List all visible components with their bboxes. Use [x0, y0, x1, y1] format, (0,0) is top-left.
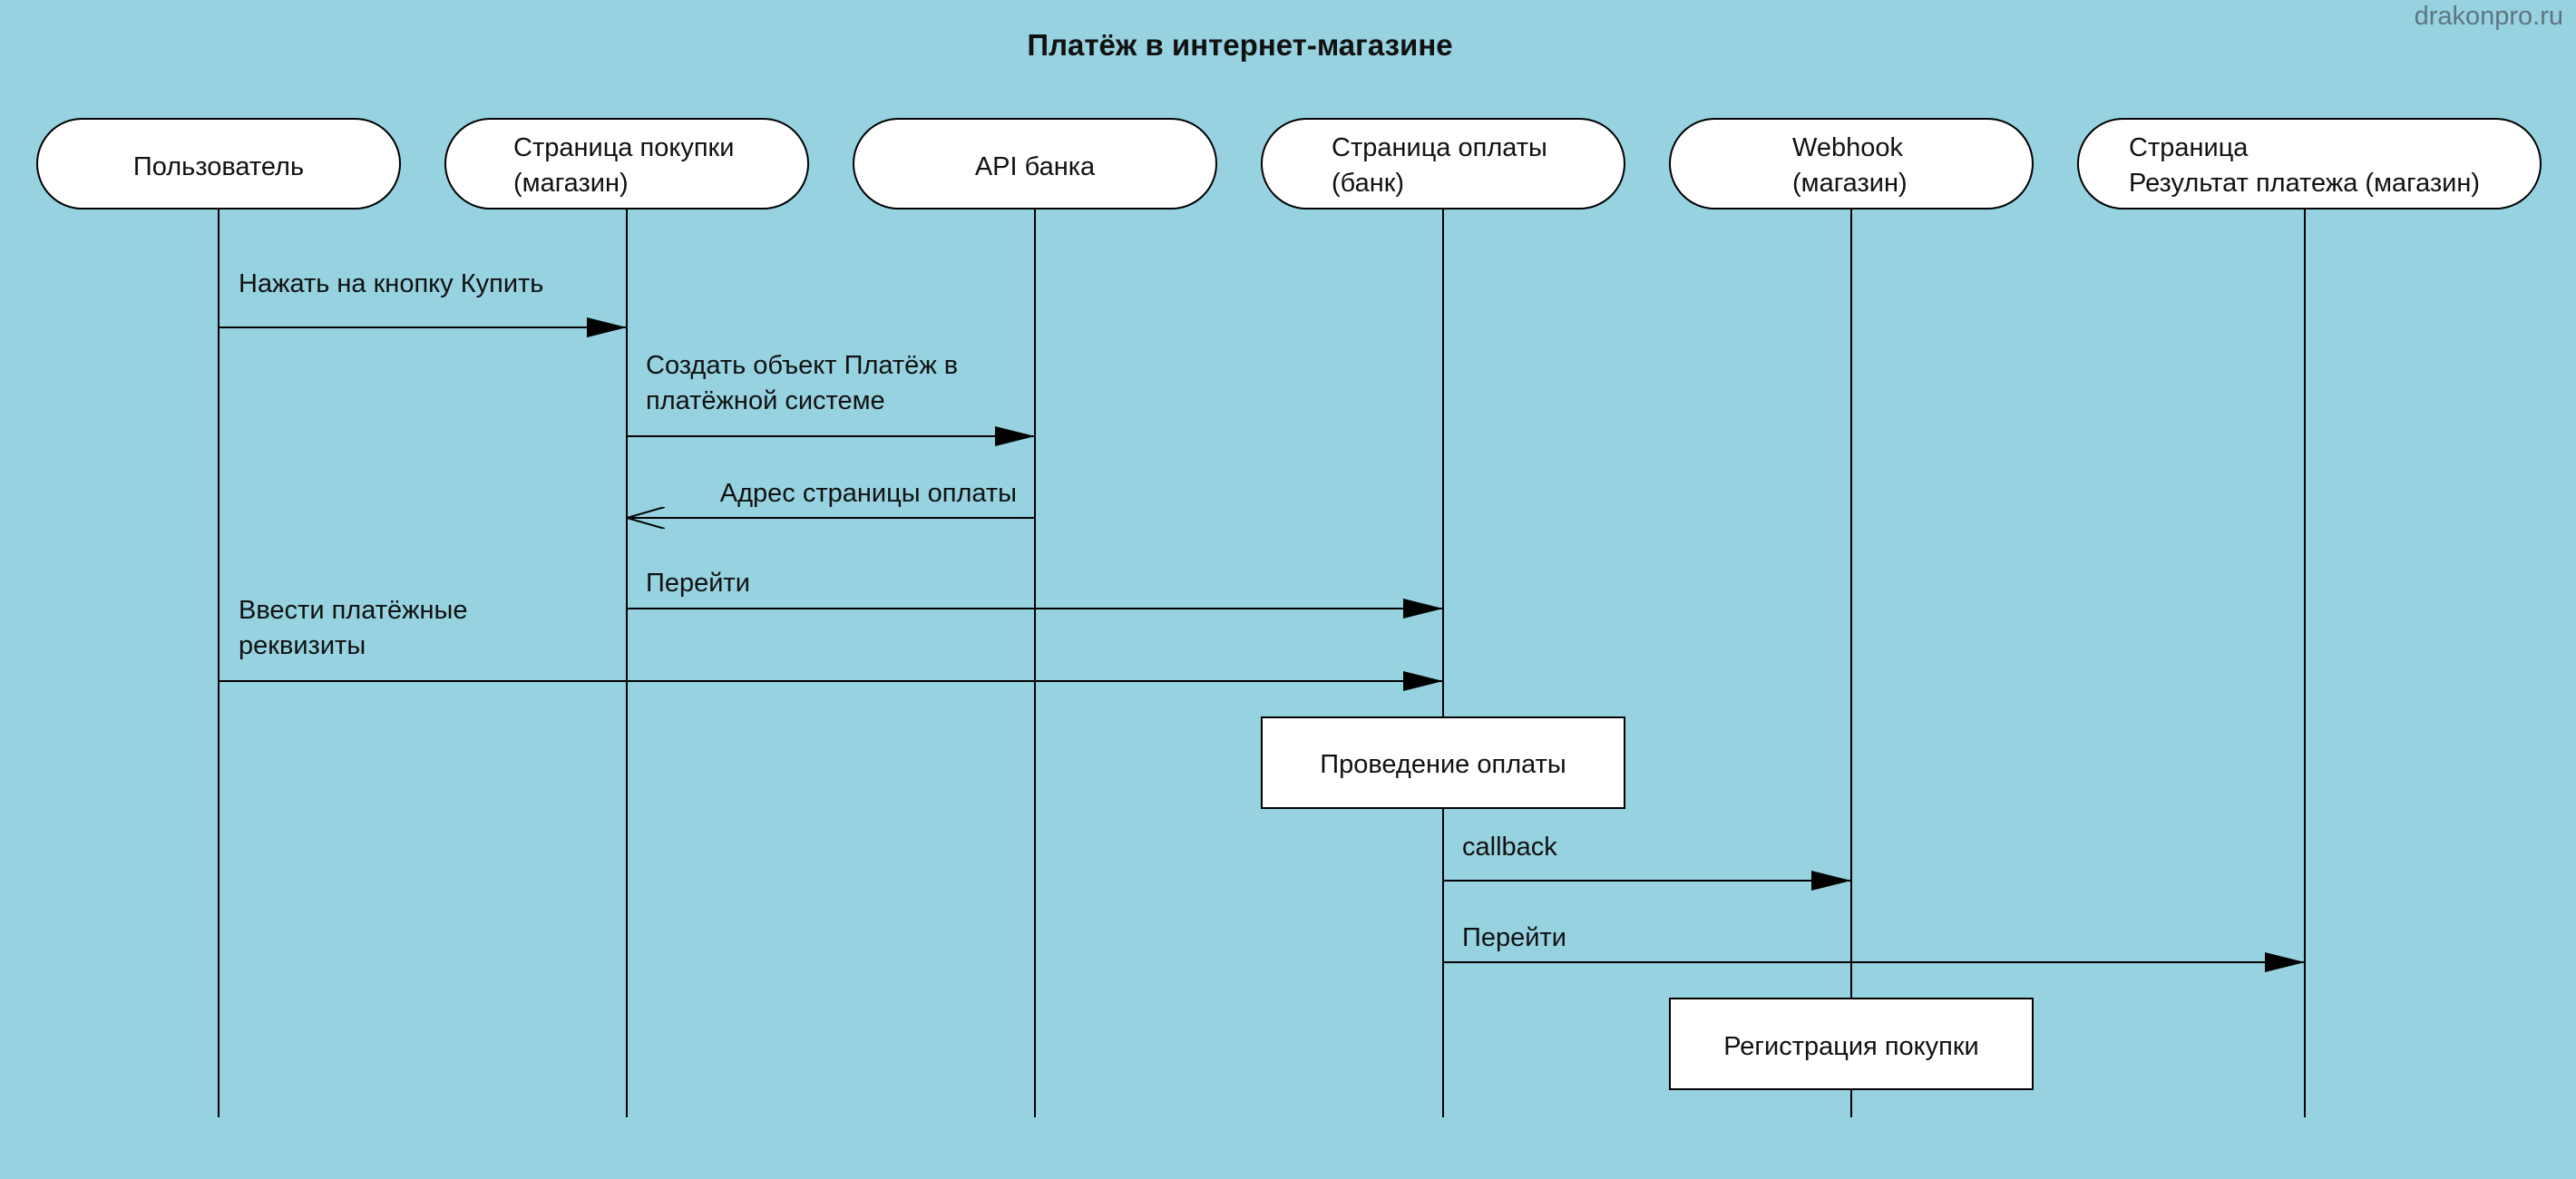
- message-go-to-payment: Перейти: [627, 569, 1443, 619]
- svg-text:Страница покупки: Страница покупки: [513, 133, 734, 162]
- svg-text:Пользователь: Пользователь: [133, 152, 304, 181]
- activity-payment-processing: Проведение оплаты: [1261, 716, 1625, 809]
- actor-result-page: Страница Результат платежа (магазин): [2077, 118, 2542, 209]
- svg-text:Результат платежа (магазин): Результат платежа (магазин): [2129, 169, 2480, 198]
- message-enter-payment-details: Ввести платёжные реквизиты: [219, 596, 1443, 691]
- message-create-payment: Создать объект Платёж в платёжной систем…: [627, 351, 1035, 446]
- svg-text:(магазин): (магазин): [513, 169, 629, 198]
- svg-text:callback: callback: [1462, 833, 1557, 862]
- svg-text:Создать объект Платёж в: Создать объект Платёж в: [646, 351, 958, 380]
- message-payment-page-address: Адрес страницы оплаты: [627, 479, 1035, 518]
- svg-text:(магазин): (магазин): [1792, 169, 1908, 198]
- activity-purchase-registration: Регистрация покупки: [1669, 998, 2034, 1090]
- actor-payment-page: Страница оплаты (банк): [1261, 118, 1625, 209]
- svg-text:реквизиты: реквизиты: [239, 631, 366, 660]
- svg-text:Перейти: Перейти: [646, 569, 750, 598]
- svg-text:API банка: API банка: [975, 152, 1096, 181]
- watermark-text: drakonpro.ru: [2415, 2, 2563, 31]
- svg-text:Страница: Страница: [2129, 133, 2249, 162]
- svg-text:Webhook: Webhook: [1792, 133, 1903, 162]
- actor-purchase-page: Страница покупки (магазин): [444, 118, 809, 209]
- svg-text:Страница оплаты: Страница оплаты: [1332, 133, 1547, 162]
- svg-text:Ввести платёжные: Ввести платёжные: [239, 596, 468, 625]
- diagram-title: Платёж в интернет-магазине: [1027, 28, 1452, 62]
- actor-bank-api: API банка: [853, 118, 1217, 209]
- message-click-buy: Нажать на кнопку Купить: [219, 269, 627, 337]
- svg-text:Нажать на кнопку Купить: Нажать на кнопку Купить: [239, 269, 543, 298]
- svg-text:Адрес страницы оплаты: Адрес страницы оплаты: [720, 479, 1017, 508]
- svg-text:Перейти: Перейти: [1462, 923, 1566, 952]
- svg-text:Регистрация покупки: Регистрация покупки: [1723, 1032, 1979, 1061]
- actor-webhook: Webhook (магазин): [1669, 118, 2034, 209]
- svg-text:(банк): (банк): [1332, 169, 1404, 198]
- svg-text:Проведение оплаты: Проведение оплаты: [1320, 750, 1566, 779]
- svg-text:платёжной системе: платёжной системе: [646, 386, 885, 415]
- actor-user: Пользователь: [36, 118, 401, 209]
- message-go-to-result: Перейти: [1443, 923, 2305, 972]
- message-callback: callback: [1443, 833, 1851, 891]
